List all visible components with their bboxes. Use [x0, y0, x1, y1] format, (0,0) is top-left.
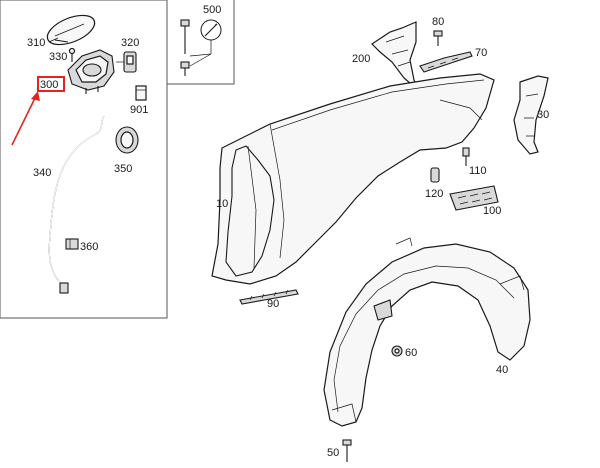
label-310: 310 [27, 37, 45, 49]
part-340-drain-hose[interactable] [48, 115, 105, 294]
part-80-bolt[interactable] [433, 30, 443, 46]
highlight-box-300 [37, 76, 65, 92]
label-80: 80 [432, 16, 444, 28]
part-360-clip[interactable] [65, 238, 79, 250]
wrench-icon [200, 19, 222, 41]
part-110-pin[interactable] [462, 147, 470, 166]
label-350: 350 [114, 163, 132, 175]
label-200: 200 [352, 53, 370, 65]
part-350-grommet[interactable] [115, 126, 139, 154]
part-90-trim-strip[interactable] [239, 289, 299, 305]
label-100: 100 [483, 205, 501, 217]
label-340: 340 [33, 167, 51, 179]
part-300-filler-housing[interactable] [67, 49, 115, 94]
part-40-wheel-liner[interactable] [323, 237, 531, 427]
part-50-screw[interactable] [342, 439, 352, 462]
part-200-inner-bracket[interactable] [371, 21, 419, 91]
part-10-quarter-panel[interactable] [211, 73, 495, 285]
label-500: 500 [203, 4, 221, 16]
label-90: 90 [267, 298, 279, 310]
label-320: 320 [121, 37, 139, 49]
label-330: 330 [49, 51, 67, 63]
label-901: 901 [130, 104, 148, 116]
fuel-door-inset-frame [0, 0, 168, 319]
part-30-rear-bracket[interactable] [513, 75, 549, 155]
label-60: 60 [405, 347, 417, 359]
part-500-bolts[interactable] [180, 19, 190, 76]
part-320-actuator[interactable] [116, 51, 137, 73]
label-120: 120 [425, 188, 443, 200]
bolt-inset-frame [166, 0, 235, 85]
label-30: 30 [537, 109, 549, 121]
label-50: 50 [327, 447, 339, 459]
part-60-nut[interactable] [391, 345, 403, 357]
label-70: 70 [475, 47, 487, 59]
part-70-seal[interactable] [419, 51, 473, 73]
highlight-arrow [11, 95, 37, 146]
label-110: 110 [469, 165, 487, 177]
part-901-clip[interactable] [135, 85, 147, 101]
part-330-screw[interactable] [68, 47, 76, 63]
part-120-clip[interactable] [430, 167, 440, 183]
label-10: 10 [216, 198, 228, 210]
label-40: 40 [496, 364, 508, 376]
highlight-arrowhead [31, 91, 40, 101]
part-100-vent-grille[interactable] [449, 185, 499, 211]
part-310-fuel-door-lid[interactable] [43, 10, 98, 51]
label-300[interactable]: 300 [40, 79, 58, 91]
label-360: 360 [80, 241, 98, 253]
